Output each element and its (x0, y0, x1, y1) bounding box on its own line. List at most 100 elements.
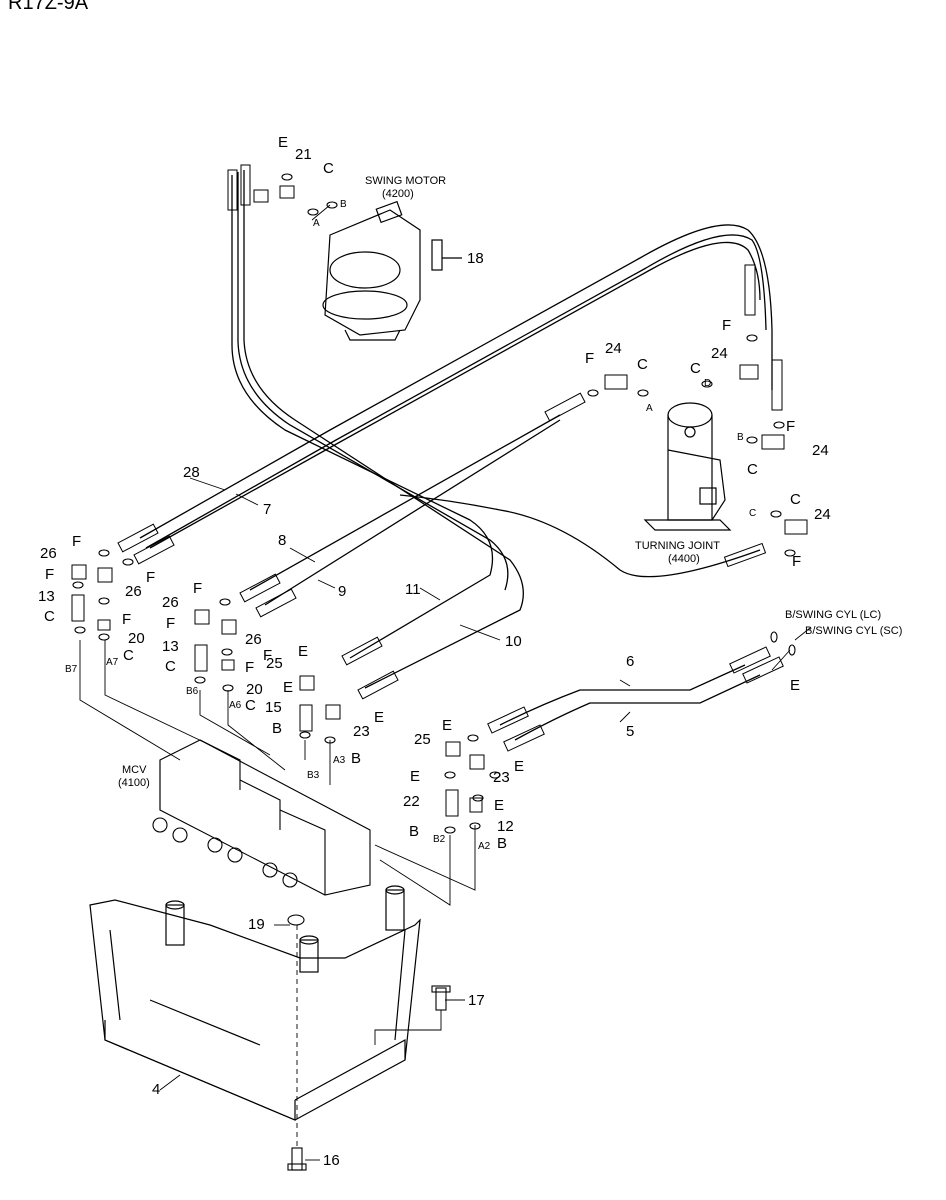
callout-c-4: C (245, 697, 256, 714)
callout-18: 18 (467, 250, 484, 267)
callout-24d: 24 (814, 506, 831, 523)
callout-26c: 26 (162, 594, 179, 611)
callout-e-3: E (374, 709, 384, 726)
hose-9 (264, 419, 561, 606)
hose-28-inner (145, 234, 767, 549)
callout-c-8: C (790, 491, 801, 508)
port-b-joint: B (737, 432, 744, 443)
callout-c-1: C (44, 608, 55, 625)
callout-ticks (159, 477, 631, 1161)
callout-7: 7 (263, 501, 271, 518)
callout-f-8: F (245, 659, 254, 676)
callout-f-1: F (72, 533, 81, 550)
callout-23a: 23 (353, 723, 370, 740)
callout-25b: 25 (414, 731, 431, 748)
callout-f-12: F (792, 553, 801, 570)
callout-24a: 24 (605, 340, 622, 357)
base-frame (89, 885, 421, 1121)
port-a3: A3 (333, 755, 346, 766)
callout-e-8: E (790, 677, 800, 694)
callout-19: 19 (248, 916, 265, 933)
callout-23b: 23 (493, 769, 510, 786)
mcv-name: MCV (122, 764, 147, 776)
hose-6 (499, 664, 746, 726)
port-b7: B7 (65, 664, 78, 675)
callout-f-3: F (45, 566, 54, 583)
hose-long-inner (237, 172, 509, 591)
turning-joint-code: (4400) (668, 553, 700, 565)
port-a7: A7 (106, 657, 119, 668)
bswing-lc-label: B/SWING CYL (LC) (785, 609, 881, 621)
callout-5: 5 (626, 723, 634, 740)
port-d-joint: D (704, 378, 711, 389)
hoses (139, 170, 773, 741)
callout-20b: 20 (246, 681, 263, 698)
callout-6: 6 (626, 653, 634, 670)
port-b6: B6 (186, 686, 199, 697)
callout-11: 11 (405, 581, 421, 598)
callout-c-3: C (165, 658, 176, 675)
callout-22: 22 (403, 793, 420, 810)
callout-f-7: F (263, 647, 272, 664)
callout-13a: 13 (38, 588, 55, 605)
callout-17: 17 (468, 992, 485, 1009)
callout-f-5: F (193, 580, 202, 597)
port-a-motor: A (313, 218, 320, 229)
callout-26b: 26 (125, 583, 142, 600)
callout-12: 12 (497, 818, 514, 835)
callout-28: 28 (183, 464, 200, 481)
callout-13b: 13 (162, 638, 179, 655)
callout-9: 9 (338, 583, 346, 600)
callout-8: 8 (278, 532, 286, 549)
callout-26d: 26 (245, 631, 262, 648)
turning-joint-name: TURNING JOINT (635, 540, 720, 552)
callout-f-11: F (786, 418, 795, 435)
hose-28 (139, 224, 773, 539)
callout-16: 16 (323, 1152, 340, 1169)
hose-turning-joint (399, 494, 761, 578)
port-a-joint: A (646, 403, 653, 414)
swing-motor (322, 200, 462, 341)
callout-e-5: E (514, 758, 524, 775)
swing-motor-code: (4200) (382, 188, 414, 200)
callout-26a: 26 (40, 545, 57, 562)
callout-e-1: E (298, 643, 308, 660)
callout-b-1: B (272, 720, 282, 737)
callout-f-4: F (122, 611, 131, 628)
callout-b-2: B (351, 750, 361, 767)
callout-b-4: B (497, 835, 507, 852)
hose-fittings (117, 164, 784, 752)
labels: SWING MOTOR (4200) TURNING JOINT (4400) … (38, 134, 902, 1169)
callout-e-7: E (494, 797, 504, 814)
port-b-motor: B (340, 199, 347, 210)
callout-15: 15 (265, 699, 282, 716)
callout-4: 4 (152, 1081, 160, 1098)
mcv-code: (4100) (118, 777, 150, 789)
callout-e-4: E (442, 717, 452, 734)
callout-c-2: C (123, 647, 134, 664)
callout-10: 10 (505, 633, 522, 650)
callout-f-6: F (166, 615, 175, 632)
bswing-sc-label: B/SWING CYL (SC) (805, 625, 902, 637)
callout-f-2: F (146, 569, 155, 586)
callout-f-9: F (585, 350, 594, 367)
hose-11 (231, 175, 494, 659)
callout-b-3: B (409, 823, 419, 840)
hose-8 (249, 414, 561, 591)
callout-e-6: E (410, 768, 420, 785)
swing-motor-name: SWING MOTOR (365, 175, 446, 187)
callout-c-7: C (747, 461, 758, 478)
leader-lines (79, 204, 811, 1150)
fittings (71, 185, 808, 817)
callout-e-2: E (283, 679, 293, 696)
port-c-joint: C (749, 508, 756, 519)
hose-10 (243, 170, 524, 689)
callout-21: 21 (295, 146, 312, 163)
callout-24b: 24 (711, 345, 728, 362)
port-a2: A2 (478, 841, 491, 852)
callout-c-6: C (690, 360, 701, 377)
callout-c-5: C (637, 356, 648, 373)
callout-25a: 25 (266, 655, 283, 672)
turning-joint (643, 402, 732, 531)
